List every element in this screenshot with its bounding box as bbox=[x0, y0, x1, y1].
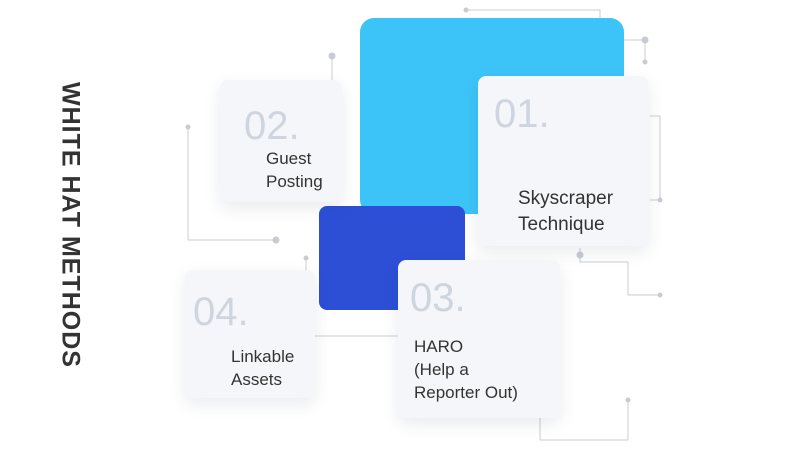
method-label-line: Posting bbox=[266, 171, 323, 191]
method-number: 04. bbox=[193, 290, 249, 334]
connector-dot bbox=[463, 7, 469, 13]
method-label-line: Assets bbox=[231, 369, 283, 389]
method-label-line: Technique bbox=[518, 213, 605, 235]
connector-dot bbox=[657, 197, 663, 203]
connector-dot bbox=[657, 292, 663, 298]
method-label-line: Reporter Out) bbox=[414, 382, 518, 402]
method-label-line: Linkable bbox=[231, 347, 295, 366]
method-label-line: Skyscraper bbox=[518, 188, 614, 209]
connector-dot bbox=[185, 124, 191, 130]
connector-dot bbox=[272, 236, 280, 244]
connector-dot bbox=[642, 59, 648, 65]
connector-dot bbox=[328, 52, 336, 60]
method-label: Guest Posting bbox=[266, 148, 323, 194]
connector-dot bbox=[303, 255, 309, 261]
method-label: Skyscraper Technique bbox=[518, 186, 613, 237]
method-card-skyscraper-technique: 01. Skyscraper Technique bbox=[478, 76, 648, 246]
method-number: 02. bbox=[244, 104, 300, 148]
connector-card-02-outer bbox=[187, 127, 276, 241]
method-card-linkable-assets: 04. Linkable Assets bbox=[185, 270, 315, 398]
method-label: HARO (Help a Reporter Out) bbox=[414, 336, 518, 405]
connector-dot bbox=[625, 397, 631, 403]
method-card-haro: 03. HARO (Help a Reporter Out) bbox=[398, 260, 560, 418]
method-card-guest-posting: 02. Guest Posting bbox=[220, 80, 342, 202]
connector-card-03-bottom bbox=[539, 400, 629, 441]
connector-card-01-right bbox=[650, 115, 661, 201]
method-number: 03. bbox=[410, 276, 466, 320]
method-number: 01. bbox=[494, 92, 550, 136]
method-label-line: (Help a bbox=[414, 359, 469, 379]
method-label: Linkable Assets bbox=[231, 346, 294, 392]
connector-card-01-bottom bbox=[579, 248, 660, 296]
method-label-line: HARO bbox=[414, 337, 464, 356]
method-label-line: Guest bbox=[266, 149, 312, 168]
connector-dot bbox=[641, 36, 649, 44]
connector-dot bbox=[576, 251, 584, 259]
